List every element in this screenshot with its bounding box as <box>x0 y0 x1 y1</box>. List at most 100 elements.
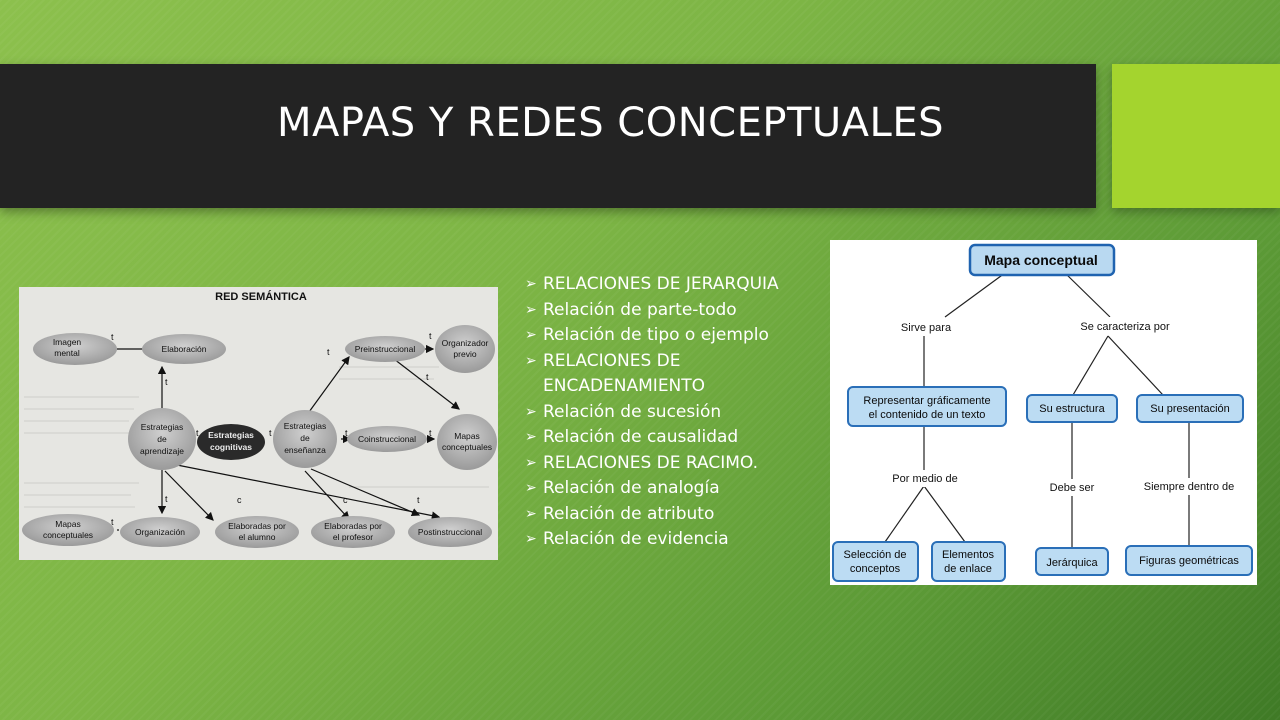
svg-text:el alumno: el alumno <box>239 532 276 542</box>
node-preinstruccional: Preinstruccional <box>345 336 425 362</box>
svg-text:Organización: Organización <box>135 527 185 537</box>
list-item: ➢Relación de evidencia <box>525 527 815 553</box>
link-label-c: c <box>343 495 348 505</box>
link-label-t: t <box>426 372 429 382</box>
arrow-bullet-icon: ➢ <box>525 454 537 471</box>
svg-text:Coinstruccional: Coinstruccional <box>358 434 416 444</box>
node-postinstruccional: Postinstruccional <box>408 517 492 547</box>
svg-text:de: de <box>300 433 310 443</box>
link-label-t: t <box>196 428 199 438</box>
svg-text:Organizador: Organizador <box>442 338 489 348</box>
mapa-conceptual-diagram: Sirve para Se caracteriza por Por medio … <box>830 240 1257 585</box>
list-item: ➢Relación de analogía <box>525 476 815 502</box>
svg-text:de enlace: de enlace <box>944 563 992 575</box>
svg-text:el contenido de un texto: el contenido de un texto <box>869 409 986 421</box>
svg-text:Elaboradas por: Elaboradas por <box>228 521 286 531</box>
svg-text:Elaboración: Elaboración <box>162 344 207 354</box>
svg-text:Imagen: Imagen <box>53 337 82 347</box>
node-organizacion: Organización <box>120 517 200 547</box>
svg-text:Su presentación: Su presentación <box>1150 403 1230 415</box>
arrow-bullet-icon: ➢ <box>525 327 537 343</box>
arrow-bullet-icon: ➢ <box>525 352 537 369</box>
link-label-t: t <box>429 428 432 438</box>
node-elaboracion: Elaboración <box>142 334 226 364</box>
arrow-bullet-icon: ➢ <box>525 276 537 292</box>
red-semantica-image: RED SEMÁNTICA t t t t t t t <box>19 287 498 560</box>
arrow-bullet-icon: ➢ <box>525 429 537 445</box>
link-label-t: t <box>165 494 168 504</box>
svg-text:mental: mental <box>54 348 80 358</box>
node-elaboradas-profesor: Elaboradas por el profesor <box>311 516 395 548</box>
list-item: ➢Relación de atributo <box>525 502 815 528</box>
arrow-bullet-icon: ➢ <box>525 403 537 420</box>
svg-text:previo: previo <box>453 349 476 359</box>
node-jerarquica: Jerárquica <box>1035 547 1109 576</box>
svg-text:Postinstruccional: Postinstruccional <box>418 527 482 537</box>
relations-list: ➢RELACIONES DE JERARQUIA ➢Relación de pa… <box>525 272 815 553</box>
list-item: ➢RELACIONES DE JERARQUIA <box>525 272 815 298</box>
svg-text:el profesor: el profesor <box>333 532 373 542</box>
svg-text:Elementos: Elementos <box>942 549 994 561</box>
node-mapa-conceptual-root: Mapa conceptual <box>968 243 1116 277</box>
link-label-c: c <box>237 495 242 505</box>
node-mapas-conceptuales-left: Mapas conceptuales <box>22 514 114 546</box>
link-label-t: t <box>165 377 168 387</box>
accent-square <box>1112 64 1280 208</box>
svg-text:Estrategias: Estrategias <box>141 422 184 432</box>
mapa-conceptual-image: Sirve para Se caracteriza por Por medio … <box>830 240 1257 585</box>
link-label-t: t <box>417 495 420 505</box>
node-imagen-mental: Imagen mental <box>33 333 117 365</box>
svg-text:Estrategias: Estrategias <box>284 421 327 431</box>
node-seleccion-conceptos: Selección de conceptos <box>832 541 919 582</box>
link-label-t: t <box>345 428 348 438</box>
node-elementos-enlace: Elementos de enlace <box>931 541 1006 582</box>
list-item: ➢RELACIONES DE RACIMO. <box>525 451 815 477</box>
svg-text:de: de <box>157 434 167 444</box>
svg-text:Mapas: Mapas <box>454 431 480 441</box>
link-label-t: t <box>429 331 432 341</box>
svg-text:conceptos: conceptos <box>850 563 901 575</box>
svg-text:Estrategias: Estrategias <box>208 430 254 440</box>
node-figuras-geometricas: Figuras geométricas <box>1125 545 1253 576</box>
svg-text:Mapas: Mapas <box>55 519 81 529</box>
arrow-bullet-icon: ➢ <box>525 301 537 318</box>
link-debe-ser: Debe ser <box>1050 482 1095 494</box>
link-se-caracteriza-por: Se caracteriza por <box>1080 321 1170 333</box>
svg-text:Su estructura: Su estructura <box>1039 403 1105 415</box>
node-mapas-conceptuales-right: Mapas conceptuales <box>437 414 497 470</box>
node-elaboradas-alumno: Elaboradas por el alumno <box>215 516 299 548</box>
link-sirve-para: Sirve para <box>901 322 952 334</box>
svg-text:enseñanza: enseñanza <box>284 445 326 455</box>
link-label-t: t <box>111 332 114 342</box>
link-label-t: t <box>111 517 114 527</box>
link-siempre-dentro-de: Siempre dentro de <box>1144 481 1235 493</box>
link-label-t: t <box>327 347 330 357</box>
list-item: ➢Relación de sucesión <box>525 400 815 426</box>
red-semantica-title: RED SEMÁNTICA <box>215 290 307 303</box>
node-su-estructura: Su estructura <box>1026 394 1118 423</box>
list-item: ➢RELACIONES DE ENCADENAMIENTO <box>525 350 706 397</box>
svg-text:Representar gráficamente: Representar gráficamente <box>863 395 990 407</box>
red-semantica-diagram: RED SEMÁNTICA t t t t t t t <box>19 287 498 560</box>
svg-text:conceptuales: conceptuales <box>442 442 492 452</box>
svg-text:Selección de: Selección de <box>844 549 907 561</box>
node-organizador-previo: Organizador previo <box>435 325 495 373</box>
node-representar: Representar gráficamente el contenido de… <box>847 386 1007 427</box>
node-estrategias-ensenanza: Estrategias de enseñanza <box>273 410 337 468</box>
svg-text:Figuras geométricas: Figuras geométricas <box>1139 555 1239 567</box>
node-su-presentacion: Su presentación <box>1136 394 1244 423</box>
svg-text:aprendizaje: aprendizaje <box>140 446 184 456</box>
node-estrategias-aprendizaje: Estrategias de aprendizaje <box>128 408 196 470</box>
node-coinstruccional: Coinstruccional <box>347 426 427 452</box>
list-item: ➢Relación de causalidad <box>525 425 815 451</box>
node-estrategias-cognitivas: Estrategias cognitivas <box>197 424 265 460</box>
svg-text:Mapa conceptual: Mapa conceptual <box>984 252 1098 268</box>
arrow-bullet-icon: ➢ <box>525 531 537 547</box>
arrow-bullet-icon: ➢ <box>525 480 537 496</box>
svg-text:Jerárquica: Jerárquica <box>1046 557 1098 569</box>
link-label-t: t <box>269 428 272 438</box>
title-bar <box>0 64 1096 208</box>
list-item: ➢Relación de parte-todo <box>525 298 815 324</box>
link-por-medio-de: Por medio de <box>892 473 957 485</box>
svg-text:cognitivas: cognitivas <box>210 442 252 452</box>
